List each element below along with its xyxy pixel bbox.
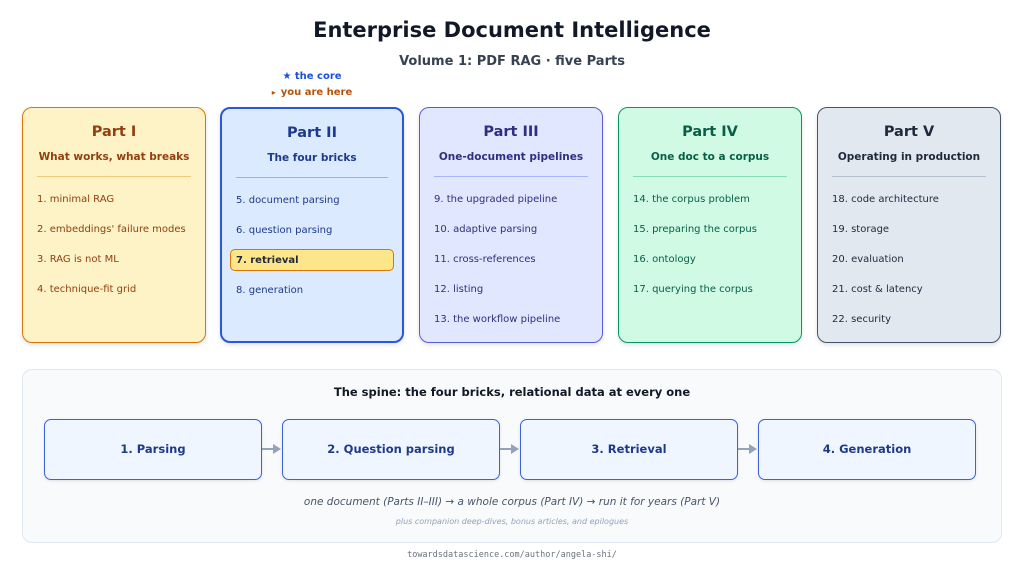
chapter-item[interactable]: 1. minimal RAG	[37, 194, 115, 205]
chapter-item[interactable]: 17. querying the corpus	[633, 284, 753, 295]
chapter-item[interactable]: 9. the upgraded pipeline	[434, 194, 558, 205]
chapter-item[interactable]: 10. adaptive parsing	[434, 224, 538, 235]
page-subtitle: Volume 1: PDF RAG · five Parts	[399, 54, 625, 69]
part-title: Part IV	[682, 124, 738, 140]
you-are-here-marker: ▸ you are here	[220, 87, 404, 98]
arrow-right-icon	[500, 444, 519, 454]
chapter-item[interactable]: 16. ontology	[633, 254, 696, 265]
part-card-4: Part IV One doc to a corpus 14. the corp…	[618, 107, 802, 343]
chapter-item[interactable]: 3. RAG is not ML	[37, 254, 119, 265]
part-divider	[236, 177, 388, 178]
you-are-here-label: you are here	[280, 87, 353, 98]
footer-url[interactable]: towardsdatascience.com/author/angela-shi…	[407, 550, 617, 560]
part-card-3: Part III One-document pipelines 9. the u…	[419, 107, 603, 343]
part-subtitle: Operating in production	[837, 151, 981, 163]
brick-question-parsing[interactable]: 2. Question parsing	[282, 419, 500, 480]
brick-generation[interactable]: 4. Generation	[758, 419, 976, 480]
chapter-item[interactable]: 5. document parsing	[236, 195, 340, 206]
part-divider	[37, 176, 191, 177]
part-title: Part III	[483, 124, 539, 140]
chapter-item[interactable]: 13. the workflow pipeline	[434, 314, 561, 325]
part-subtitle: What works, what breaks	[38, 151, 190, 163]
chapter-item[interactable]: 21. cost & latency	[832, 284, 923, 295]
part-card-2: Part II The four bricks 5. document pars…	[220, 107, 404, 343]
part-card-1: Part I What works, what breaks 1. minima…	[22, 107, 206, 343]
spine-panel: The spine: the four bricks, relational d…	[22, 369, 1002, 543]
chapter-item[interactable]: 19. storage	[832, 224, 890, 235]
part-title: Part I	[91, 124, 137, 140]
arrow-right-icon	[738, 444, 757, 454]
chapter-item[interactable]: 11. cross-references	[434, 254, 536, 265]
triangle-right-icon: ▸	[271, 88, 276, 97]
spine-title: The spine: the four bricks, relational d…	[333, 385, 691, 399]
arrow-right-icon	[262, 444, 281, 454]
part-title: Part V	[883, 124, 935, 140]
chapter-item[interactable]: 22. security	[832, 314, 892, 325]
chapter-item[interactable]: 8. generation	[236, 285, 304, 296]
chapter-item[interactable]: 4. technique-fit grid	[37, 284, 137, 295]
chapter-item[interactable]: 20. evaluation	[832, 254, 904, 265]
chapter-item[interactable]: 12. listing	[434, 284, 484, 295]
part-subtitle: The four bricks	[267, 152, 357, 164]
part-title: Part II	[287, 125, 337, 141]
part-subtitle: One doc to a corpus	[650, 151, 770, 163]
part-divider	[633, 176, 787, 177]
page-title: Enterprise Document Intelligence	[313, 18, 711, 42]
chapter-item[interactable]: 2. embeddings' failure modes	[37, 224, 186, 235]
core-marker: ★ the core	[282, 71, 342, 82]
part-divider	[832, 176, 986, 177]
part-card-5: Part V Operating in production 18. code …	[817, 107, 1001, 343]
spine-note: plus companion deep-dives, bonus article…	[395, 517, 629, 526]
part-divider	[434, 176, 588, 177]
spine-progression: one document (Parts II–III) → a whole co…	[303, 496, 721, 508]
part-subtitle: One-document pipelines	[438, 151, 584, 163]
chapter-item[interactable]: 6. question parsing	[236, 225, 333, 236]
chapter-item[interactable]: 18. code architecture	[832, 194, 939, 205]
brick-retrieval[interactable]: 3. Retrieval	[520, 419, 738, 480]
chapter-item[interactable]: 14. the corpus problem	[633, 194, 750, 205]
brick-parsing[interactable]: 1. Parsing	[44, 419, 262, 480]
chapter-item-current[interactable]: 7. retrieval	[230, 249, 394, 271]
chapter-item[interactable]: 15. preparing the corpus	[633, 224, 757, 235]
